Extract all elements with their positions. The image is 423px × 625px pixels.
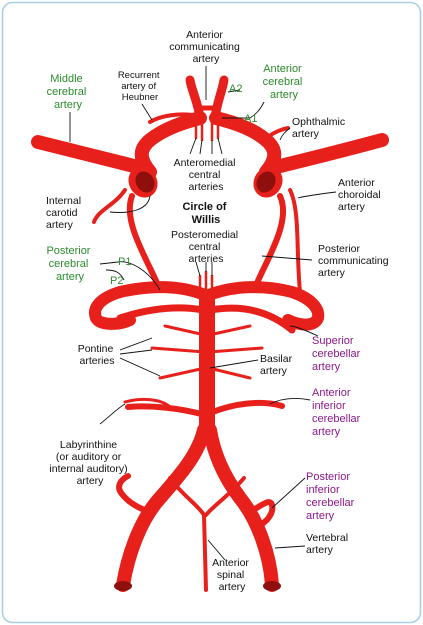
right-pica — [247, 499, 276, 527]
pontine-arteries-right — [207, 324, 264, 380]
basilar-artery-label: Basilar artery — [260, 353, 295, 377]
right-middle-cerebral-artery — [265, 133, 389, 175]
left-internal-carotid-cut — [128, 166, 158, 198]
right-vertebral-artery — [203, 423, 279, 592]
left-anterior-cerebral-a2 — [185, 75, 205, 123]
left-aica — [125, 403, 208, 418]
left-posterior-cerebral-artery — [89, 281, 211, 330]
right-aica — [207, 399, 285, 416]
arteries — [31, 75, 389, 592]
anteromedial-central-arteries-label: Anteromedial central arteries — [174, 157, 239, 193]
labels: Anterior communicating artery Recurrent … — [46, 29, 392, 593]
posteromedial-central-arteries — [198, 270, 214, 298]
left-middle-cerebral-artery — [31, 135, 149, 175]
vertebral-artery-label: Vertebral artery — [306, 532, 351, 556]
right-ophthalmic-artery — [260, 126, 290, 144]
anterior-communicating-artery-label: Anterior communicating artery — [169, 29, 243, 65]
anterior-cerebral-artery-label: Anterior cerebral artery — [263, 63, 306, 101]
left-vertebral-cut — [114, 581, 132, 591]
right-vertebral-cut — [263, 581, 281, 591]
recurrent-artery-of-heubner — [148, 112, 200, 124]
left-pica — [116, 473, 153, 515]
left-anterior-choroidal-artery — [92, 188, 127, 224]
right-internal-carotid-cut — [253, 166, 283, 198]
circle-of-willis-label: Circle of Willis — [182, 201, 229, 226]
p1-label: P1 — [118, 256, 131, 268]
left-internal-carotid-bend — [134, 111, 207, 179]
ophthalmic-artery-label: Ophthalmic artery — [292, 116, 348, 140]
right-anterior-cerebral-a2 — [210, 75, 229, 123]
a1-label: A1 — [244, 113, 257, 125]
left-labyrinthine-artery — [123, 397, 172, 409]
right-posterior-cerebral-artery — [203, 281, 325, 331]
p2-label: P2 — [110, 275, 123, 287]
posterior-inferior-cerebellar-artery-label: Posterior inferior cerebellar artery — [306, 471, 357, 522]
superior-cerebellar-artery-label: Superior cerebellar artery — [312, 335, 363, 373]
posterior-communicating-artery-label: Posterior communicating artery — [318, 243, 392, 279]
left-posterior-communicating-artery — [126, 193, 163, 293]
right-anterior-choroidal-artery — [288, 188, 302, 294]
right-posterior-communicating-artery — [251, 193, 287, 293]
internal-carotid-artery-label: Internal carotid artery — [46, 195, 84, 231]
anterior-spinal-artery-label: Anterior spinal artery — [212, 557, 252, 593]
posteromedial-central-arteries-label: Posteromedial central arteries — [171, 229, 241, 265]
recurrent-artery-of-heubner-label: Recurrent artery of Heubner — [118, 70, 162, 103]
leader-lines — [69, 66, 337, 561]
left-vertebral-artery — [116, 423, 211, 592]
middle-cerebral-artery-label: Middle cerebral artery — [47, 73, 90, 111]
anterior-inferior-cerebellar-artery-label: Anterior inferior cerebellar artery — [312, 387, 363, 438]
a2-label: A2 — [229, 83, 242, 95]
pontine-arteries-left — [150, 324, 207, 380]
pontine-arteries-label: Pontine arteries — [78, 343, 117, 367]
anterior-spinal-artery — [168, 476, 246, 592]
labyrinthine-artery-label: Labyrinthine (or auditory or internal au… — [49, 439, 130, 487]
anteromedial-central-arteries — [194, 120, 220, 142]
posterior-cerebral-artery-label: Posterior cerebral artery — [46, 245, 93, 283]
anterior-choroidal-artery-label: Anterior choroidal artery — [338, 177, 384, 213]
